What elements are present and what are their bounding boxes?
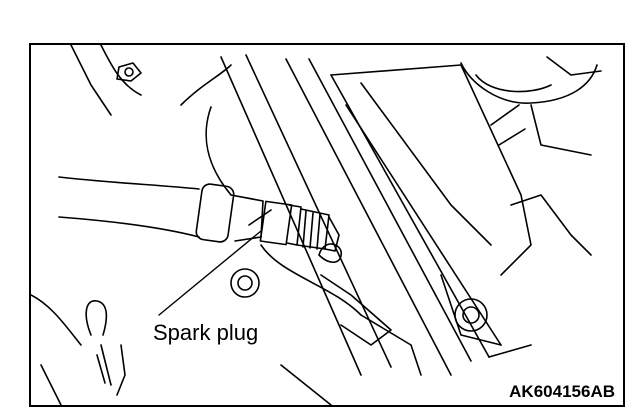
callout-leader-line — [158, 230, 262, 316]
bolt-lower-right — [454, 298, 488, 332]
ignition-cable — [58, 176, 264, 243]
engine-illustration — [31, 45, 602, 405]
lower-bracket — [260, 244, 422, 405]
upper-right-fitting — [460, 56, 602, 156]
spark-plug-callout: Spark plug — [151, 320, 261, 345]
spark-plug — [248, 200, 340, 252]
left-bracket — [31, 45, 232, 405]
cylinder-head — [205, 54, 592, 376]
illustration-frame: Spark plug AK604156AB — [29, 43, 625, 407]
ring-clip — [318, 243, 342, 263]
figure-id-label: AK604156AB — [507, 382, 617, 402]
bolt-upper-left — [116, 62, 142, 82]
bolt-left — [230, 268, 260, 298]
